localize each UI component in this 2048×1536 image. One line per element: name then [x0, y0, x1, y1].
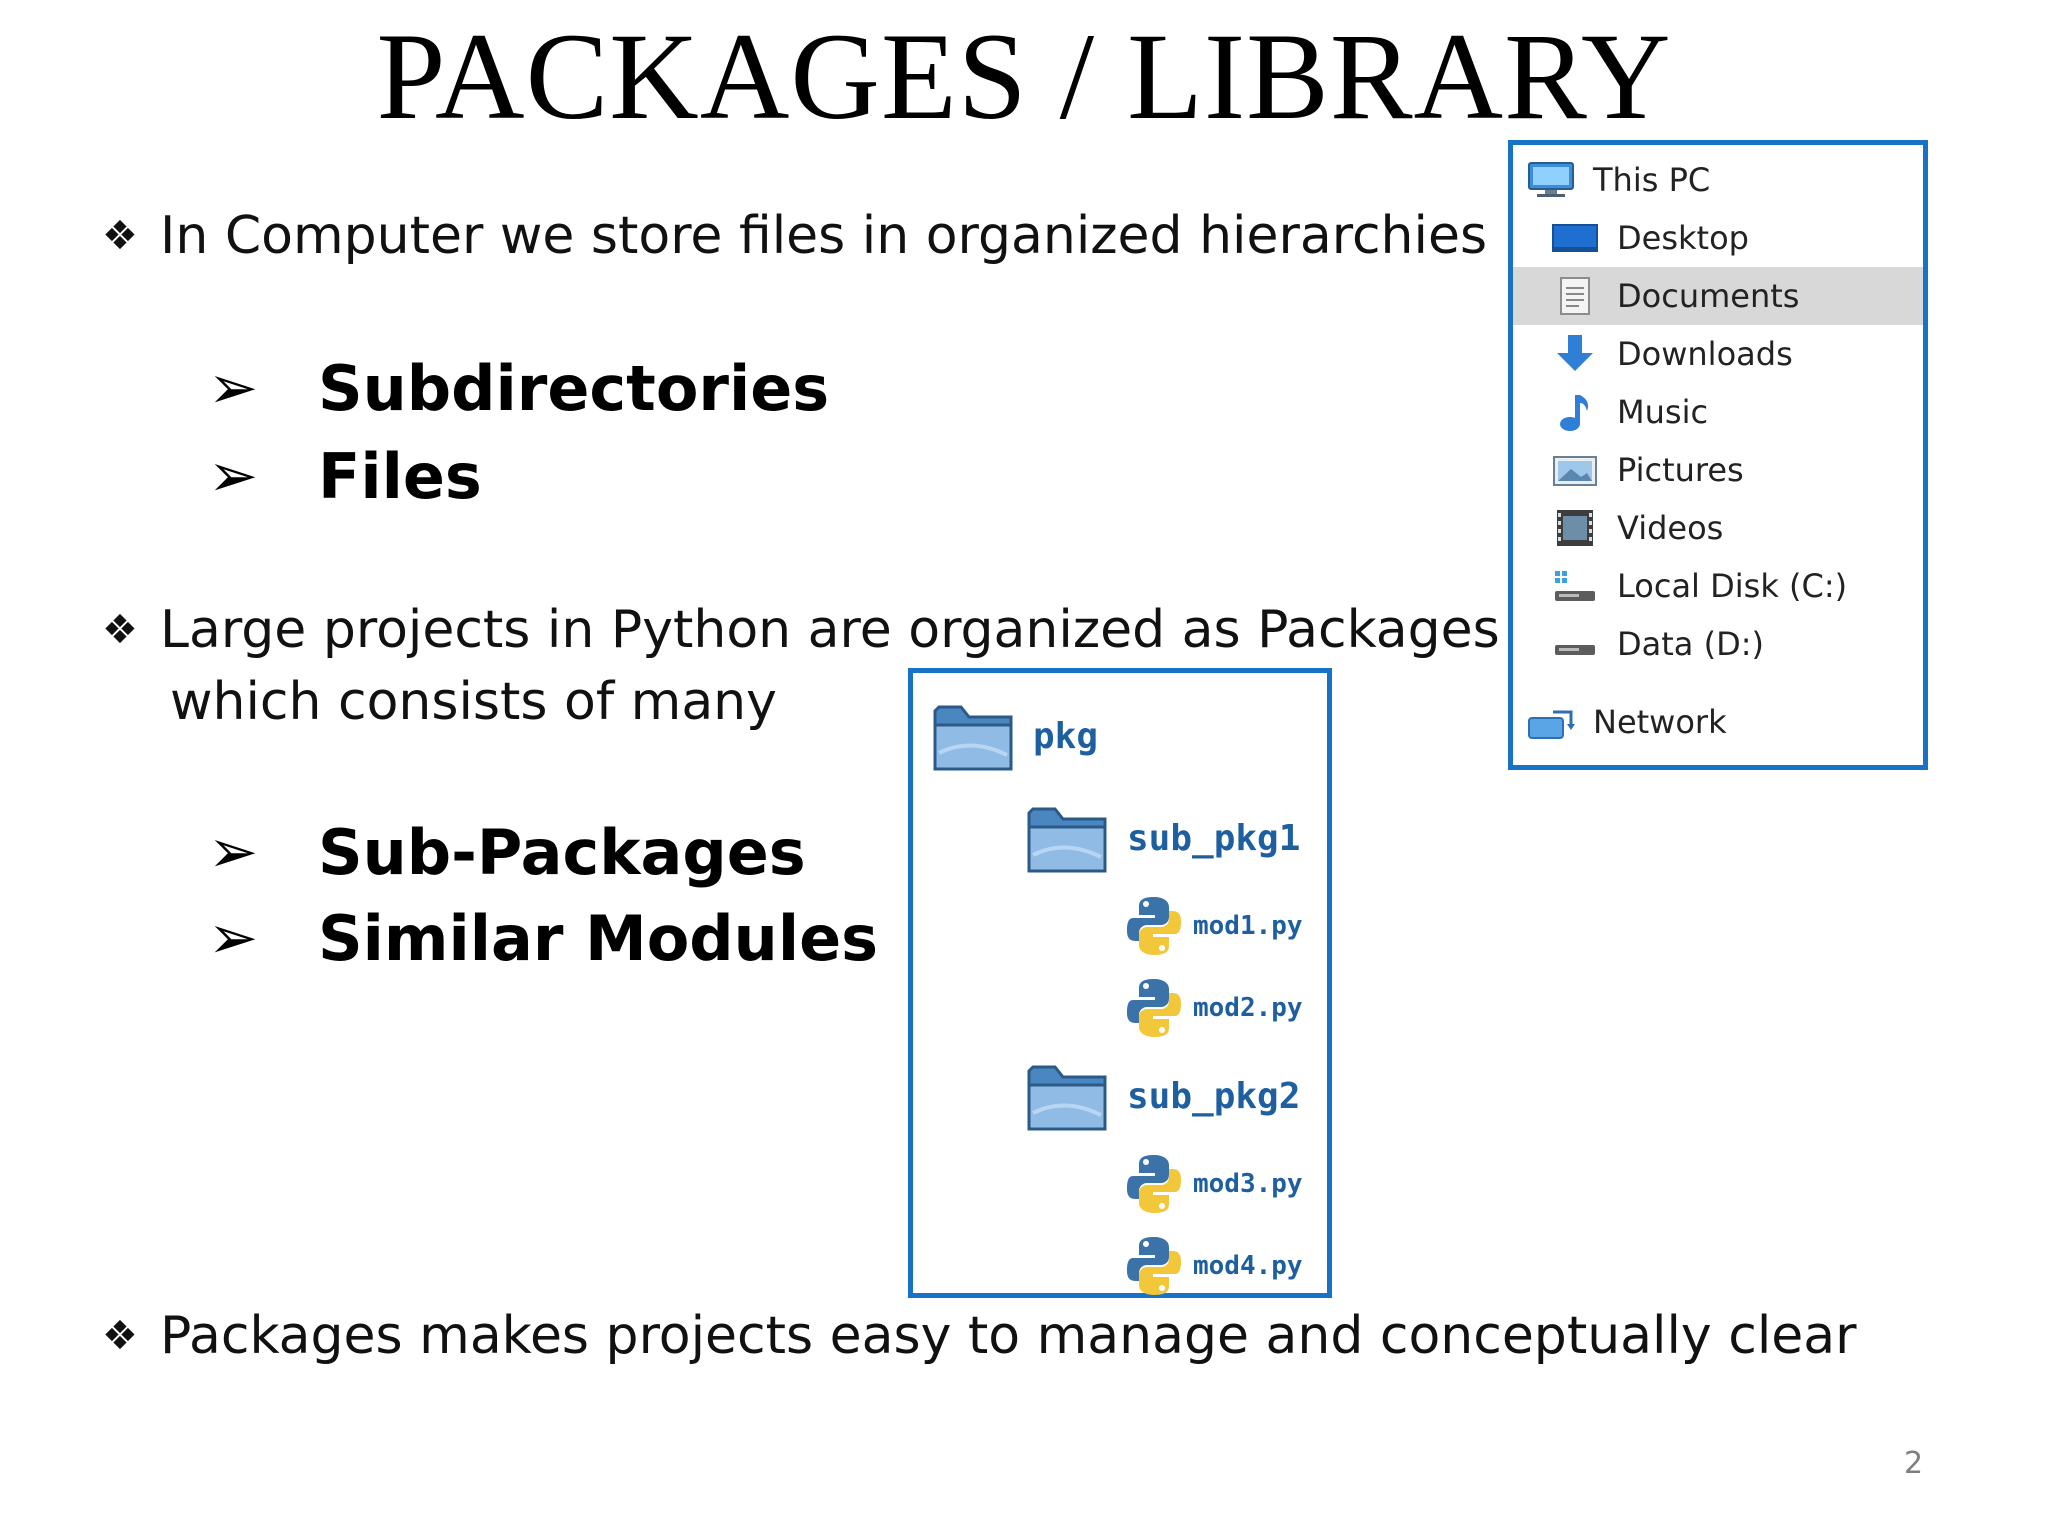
file-label: mod4.py: [1193, 1251, 1303, 1281]
nav-item-data-drive[interactable]: Data (D:): [1513, 615, 1923, 673]
nav-item-label: Pictures: [1617, 451, 1744, 489]
arrow-bullet-icon: ➢: [208, 441, 259, 511]
sub-item-similar-modules: ➢ Similar Modules: [208, 898, 878, 979]
slide-title: PACKAGES / LIBRARY: [376, 8, 1672, 145]
bullet-computer-hierarchies: ❖ In Computer we store files in organized…: [102, 200, 1487, 272]
folder-label: pkg: [1033, 715, 1099, 757]
tree-file-mod4[interactable]: mod4.py: [1125, 1235, 1303, 1297]
python-file-icon: [1127, 1237, 1181, 1295]
explorer-nav-pane: This PC Desktop Documents Downloads: [1508, 140, 1928, 770]
bullet-continuation: which consists of many: [170, 672, 777, 732]
nav-item-pictures[interactable]: Pictures: [1513, 441, 1923, 499]
sub-item-label: Similar Modules: [318, 902, 879, 975]
arrow-bullet-icon: ➢: [208, 817, 259, 887]
folder-icon: [1027, 1065, 1107, 1131]
sub-item-label: Subdirectories: [318, 352, 830, 425]
python-file-icon: [1127, 1155, 1181, 1213]
folder-icon: [1027, 807, 1107, 873]
bullet-packages-manage: ❖ Packages makes projects easy to manage …: [102, 1300, 1857, 1372]
sub-item-files: ➢ Files: [208, 436, 482, 517]
nav-item-this-pc[interactable]: This PC: [1513, 151, 1923, 209]
bullet-text: Large projects in Python are organized a…: [160, 600, 1500, 660]
nav-item-label: Videos: [1617, 509, 1724, 547]
bullet-diamond-icon: ❖: [102, 607, 138, 653]
tree-file-mod2[interactable]: mod2.py: [1125, 977, 1303, 1039]
nav-item-documents[interactable]: Documents: [1513, 267, 1923, 325]
nav-item-local-disk[interactable]: Local Disk (C:): [1513, 557, 1923, 615]
pictures-icon: [1553, 456, 1597, 486]
tree-file-mod1[interactable]: mod1.py: [1125, 895, 1303, 957]
arrow-bullet-icon: ➢: [208, 903, 259, 973]
sub-item-sub-packages: ➢ Sub-Packages: [208, 812, 806, 893]
drive-icon: [1555, 645, 1595, 655]
nav-item-label: Data (D:): [1617, 625, 1764, 663]
page-number: 2: [1904, 1446, 1924, 1481]
python-file-icon: [1127, 897, 1181, 955]
package-tree-panel: pkg sub_pkg1 mod1.py mod2.py: [908, 668, 1332, 1298]
sub-item-label: Files: [318, 440, 482, 513]
nav-item-desktop[interactable]: Desktop: [1513, 209, 1923, 267]
nav-item-label: Documents: [1617, 277, 1800, 315]
folder-icon: [933, 705, 1013, 771]
tree-folder-sub-pkg1[interactable]: sub_pkg1: [1025, 799, 1300, 877]
folder-label: sub_pkg1: [1127, 817, 1301, 859]
nav-item-downloads[interactable]: Downloads: [1513, 325, 1923, 383]
bullet-text: Packages makes projects easy to manage a…: [160, 1306, 1857, 1366]
tree-file-mod3[interactable]: mod3.py: [1125, 1153, 1303, 1215]
nav-item-label: This PC: [1593, 161, 1711, 199]
nav-item-label: Music: [1617, 393, 1709, 431]
folder-label: sub_pkg2: [1127, 1075, 1301, 1117]
sub-item-label: Sub-Packages: [318, 816, 806, 889]
nav-item-network[interactable]: Network: [1513, 693, 1923, 751]
bullet-python-packages: ❖ Large projects in Python are organized …: [102, 594, 1500, 666]
file-label: mod3.py: [1193, 1169, 1303, 1199]
nav-item-label: Network: [1593, 703, 1727, 741]
file-label: mod2.py: [1193, 993, 1303, 1023]
bullet-diamond-icon: ❖: [102, 1313, 138, 1359]
music-icon: [1560, 395, 1589, 431]
computer-icon: [1528, 162, 1574, 197]
videos-icon: [1557, 510, 1593, 546]
sub-item-subdirectories: ➢ Subdirectories: [208, 348, 829, 429]
python-file-icon: [1127, 979, 1181, 1037]
file-label: mod1.py: [1193, 911, 1303, 941]
local-disk-icon: [1555, 571, 1595, 601]
bullet-text: In Computer we store files in organized …: [160, 206, 1488, 266]
desktop-icon: [1552, 224, 1598, 252]
bullet-diamond-icon: ❖: [102, 213, 138, 259]
nav-item-label: Downloads: [1617, 335, 1793, 373]
documents-icon: [1560, 277, 1590, 315]
network-icon: [1528, 710, 1575, 739]
nav-item-music[interactable]: Music: [1513, 383, 1923, 441]
tree-folder-pkg[interactable]: pkg: [931, 697, 1098, 775]
nav-item-label: Desktop: [1617, 219, 1749, 257]
nav-item-label: Local Disk (C:): [1617, 567, 1848, 605]
arrow-bullet-icon: ➢: [208, 353, 259, 423]
nav-item-videos[interactable]: Videos: [1513, 499, 1923, 557]
tree-folder-sub-pkg2[interactable]: sub_pkg2: [1025, 1057, 1300, 1135]
downloads-icon: [1557, 335, 1593, 371]
